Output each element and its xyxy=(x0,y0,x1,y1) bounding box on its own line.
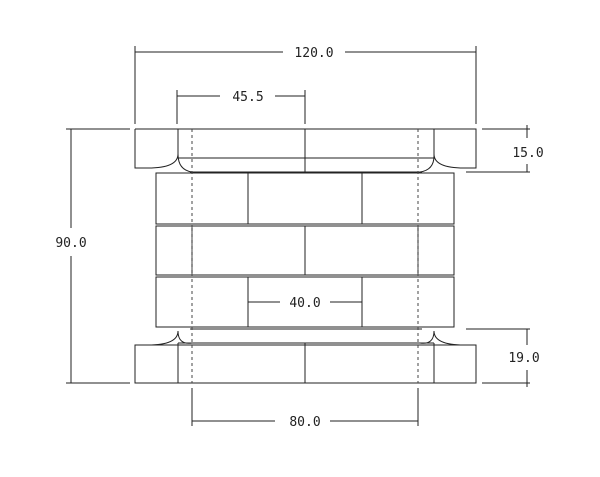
dim-overall-height: 90.0 xyxy=(55,128,130,384)
course-1 xyxy=(155,172,455,225)
dim-bottom-height-label: 19.0 xyxy=(508,351,539,366)
bottom-base xyxy=(134,328,477,384)
top-cap xyxy=(134,128,477,173)
dim-overall-width: 120.0 xyxy=(134,46,477,124)
dim-base-width: 80.0 xyxy=(191,388,419,430)
course-2 xyxy=(155,225,455,276)
dim-bottom-height: 19.0 xyxy=(466,328,540,387)
dim-base-width-label: 80.0 xyxy=(289,415,320,430)
dim-overall-width-label: 120.0 xyxy=(294,46,333,61)
dim-top-height-label: 15.0 xyxy=(512,146,543,161)
dim-course-width-label: 40.0 xyxy=(289,296,320,311)
course-3-frame xyxy=(155,276,455,328)
dim-top-height: 15.0 xyxy=(466,125,544,173)
dim-offset-width: 45.5 xyxy=(176,90,306,124)
dim-course-width: 40.0 xyxy=(248,296,362,311)
course-3 xyxy=(155,276,455,328)
course-1-frame xyxy=(155,172,455,225)
dim-offset-width-label: 45.5 xyxy=(232,90,263,105)
dim-overall-height-label: 90.0 xyxy=(55,236,86,251)
